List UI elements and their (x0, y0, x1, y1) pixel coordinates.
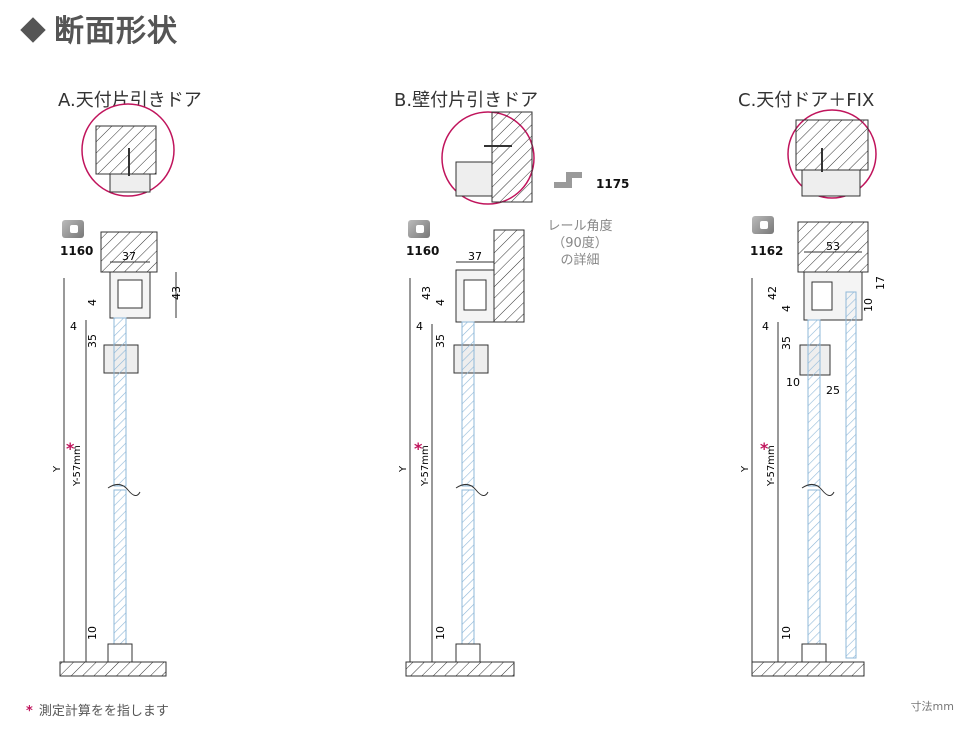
dim-b: 4 (416, 320, 423, 333)
dim-g: 10 (862, 298, 875, 312)
dim-y57: Y-57mm (420, 445, 431, 487)
glass-panel-upper (807, 319, 821, 487)
fix-glass-panel (845, 291, 857, 659)
profile-code-c: 1162 (750, 244, 784, 258)
wall-block (491, 111, 533, 203)
dim-b: 4 (70, 320, 77, 333)
glass-panel-lower (113, 489, 127, 649)
footnote: *測定計算をを指します (26, 704, 169, 719)
dim-bottom: 10 (434, 626, 447, 640)
dim-y: Y (52, 465, 63, 473)
profile-code-a: 1160 (60, 244, 94, 258)
dim-y57: Y-57mm (766, 445, 777, 487)
ceiling-block (100, 231, 158, 273)
break-line (801, 484, 835, 496)
bracket-1175-icon (552, 168, 590, 192)
floor (405, 661, 515, 677)
asterisk-marker: * (414, 439, 423, 458)
profile-1160-icon (408, 220, 430, 238)
dim-bottom: 10 (86, 626, 99, 640)
floor (59, 661, 167, 677)
asterisk-icon: * (26, 704, 33, 719)
glass-panel-lower (807, 489, 821, 649)
section-b-title: B.壁付片引きドア (394, 90, 539, 111)
dim-a: 4 (86, 299, 99, 306)
glass-panel-lower (461, 489, 475, 649)
rail-note: レール角度 （90度） の詳細 (547, 219, 613, 268)
break-line (455, 484, 489, 496)
break-line (107, 484, 141, 496)
dim-top: 43 (170, 286, 183, 300)
section-b-diagram: 37 43 4 4 35 10 Y Y-57mm * (398, 111, 535, 677)
dim-width: 53 (826, 240, 840, 253)
section-a-diagram: 37 43 4 4 35 10 Y Y-57mm * (52, 103, 183, 677)
rail-profile (455, 161, 493, 197)
floor-guide (107, 643, 133, 663)
page-title: 断面形状 (20, 6, 178, 50)
profile-code-b: 1160 (406, 244, 440, 258)
glass-panel-upper (461, 321, 475, 487)
dim-top: 43 (420, 286, 433, 300)
dim-f: 17 (874, 276, 887, 290)
ceiling-block (95, 125, 157, 175)
section-a-title: A.天付片引きドア (58, 90, 202, 111)
floor-guide (455, 643, 481, 663)
wall-block (493, 229, 525, 323)
profile-1160-icon (62, 220, 84, 238)
section-c-diagram: 53 42 4 4 35 10 25 17 10 10 Y Y-57mm * (740, 109, 887, 677)
rail-profile (109, 173, 151, 193)
dim-b: 4 (762, 320, 769, 333)
dim-width: 37 (122, 250, 136, 263)
floor (751, 661, 865, 677)
rail-profile (801, 169, 861, 197)
roller (811, 281, 833, 311)
dim-c: 35 (434, 334, 447, 348)
asterisk-marker: * (760, 439, 769, 458)
floor-guide (801, 643, 827, 663)
profile-1162-icon (752, 216, 774, 234)
dim-a: 4 (434, 299, 447, 306)
roller (463, 279, 487, 311)
dim-y57: Y-57mm (72, 445, 83, 487)
dim-d: 10 (786, 376, 800, 389)
roller (117, 279, 143, 309)
dim-a: 4 (780, 305, 793, 312)
dim-e: 25 (826, 384, 840, 397)
dim-c: 35 (780, 336, 793, 350)
glass-panel-upper (113, 317, 127, 487)
asterisk-marker: * (66, 439, 75, 458)
dim-c: 35 (86, 334, 99, 348)
dim-top: 42 (766, 286, 779, 300)
ceiling-block (797, 221, 869, 273)
dim-y: Y (740, 465, 751, 473)
dim-width: 37 (468, 250, 482, 263)
unit-label: 寸法mm (910, 700, 954, 713)
bracket-code: 1175 (596, 177, 630, 191)
ceiling-block (795, 119, 869, 171)
dim-bottom: 10 (780, 626, 793, 640)
dim-y: Y (398, 465, 409, 473)
section-c-title: C.天付ドア＋FIX (738, 90, 875, 111)
